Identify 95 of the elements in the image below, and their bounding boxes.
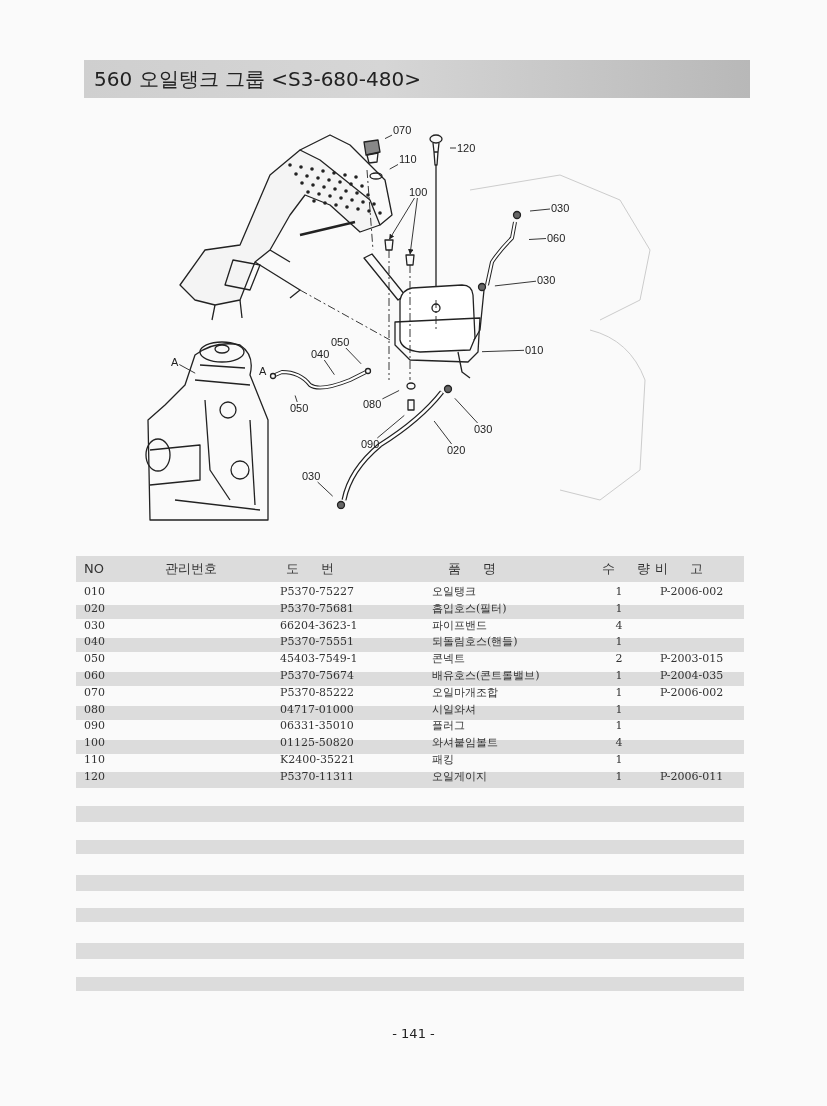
callout-number: 040: [310, 348, 331, 360]
callout-number: 100: [408, 186, 429, 198]
callout-number: 010: [524, 344, 545, 356]
callout-number: 070: [392, 124, 413, 136]
callout-number: 030: [473, 423, 494, 435]
leader-line: [454, 397, 479, 424]
item-number: 030: [84, 618, 105, 633]
item-number: 010: [84, 585, 105, 599]
drawing-number: P5370-11311: [280, 769, 355, 784]
quantity: 1: [614, 702, 624, 717]
item-number: 110: [84, 753, 105, 767]
part-name: 오일탱크: [432, 585, 476, 599]
callout-number: 030: [301, 470, 322, 482]
drawing-number: 06331-35010: [280, 719, 354, 734]
callout-number: A: [170, 356, 180, 368]
quantity: 1: [614, 601, 624, 616]
item-number: 060: [84, 669, 105, 683]
item-number: 020: [84, 601, 105, 616]
callout-number: 090: [360, 438, 381, 450]
column-header: 관리번호: [165, 560, 217, 578]
callout-number: 030: [550, 202, 571, 214]
leader-line: [294, 395, 298, 403]
leader-line: [449, 147, 457, 149]
item-number: 070: [84, 685, 105, 700]
column-header: 품 명: [448, 560, 497, 578]
item-number: 080: [84, 702, 105, 717]
part-name: 되돌림호스(핸들): [432, 635, 518, 650]
item-number: 100: [84, 736, 105, 751]
quantity: 1: [614, 769, 624, 784]
drawing-number: K2400-35221: [280, 753, 355, 767]
leader-line: [481, 349, 525, 353]
reference-letter: A: [258, 365, 268, 377]
quantity: 1: [614, 753, 624, 767]
quantity: 1: [614, 585, 624, 599]
leader-line: [381, 390, 400, 400]
remark: P-2006-002: [660, 685, 724, 700]
column-header: 비 고: [655, 560, 704, 578]
quantity: 4: [614, 736, 624, 751]
part-name: 배유호스(콘트롤밸브): [432, 669, 540, 683]
item-number: 120: [84, 769, 105, 784]
drawing-number: P5370-75551: [280, 635, 355, 650]
part-name: 파이프밴드: [432, 618, 487, 633]
quantity: 1: [614, 669, 624, 683]
column-header: 수 량: [602, 560, 651, 578]
leader-line: [494, 280, 537, 287]
leader-line: [317, 481, 334, 497]
leader-line: [529, 208, 551, 212]
remark: P-2004-035: [660, 669, 724, 683]
leader-line: [345, 347, 362, 365]
quantity: 1: [614, 719, 624, 734]
page-number: - 141 -: [392, 1026, 435, 1041]
section-title: 560 오일탱크 그룹 <S3-680-480>: [84, 60, 750, 98]
item-number: 040: [84, 635, 105, 650]
part-name: 와셔붙임볼트: [432, 736, 498, 751]
drawing-number: P5370-85222: [280, 685, 355, 700]
remark: P-2006-011: [660, 769, 724, 784]
leader-line: [384, 134, 393, 140]
leader-line: [528, 238, 547, 240]
quantity: 2: [614, 652, 624, 667]
drawing-number: 45403-7549-1: [280, 652, 358, 667]
part-name: 오일게이지: [432, 769, 487, 784]
part-name: 플러그: [432, 719, 465, 734]
leader-line: [323, 359, 335, 376]
part-name: 콘넥트: [432, 652, 465, 667]
drawing-number: 66204-3623-1: [280, 618, 358, 633]
item-number: 050: [84, 652, 105, 667]
callout-number: 110: [398, 153, 418, 165]
remark: P-2003-015: [660, 652, 724, 667]
column-header: NO: [84, 560, 104, 578]
remark: P-2006-002: [660, 585, 724, 599]
column-header: 도 번: [286, 560, 335, 578]
part-name: 패킹: [432, 753, 454, 767]
callout-number: 050: [330, 336, 351, 348]
callout-number: 020: [446, 444, 467, 456]
item-number: 090: [84, 719, 105, 734]
callout-number: 120: [456, 142, 477, 154]
leader-line: [376, 414, 405, 439]
leader-line: [389, 164, 399, 170]
leader-line: [178, 364, 196, 374]
callout-number: 050: [289, 402, 310, 414]
part-name: 시일와셔: [432, 702, 476, 717]
drawing-number: 04717-01000: [280, 702, 354, 717]
part-name: 오일마개조합: [432, 685, 498, 700]
drawing-number: P5370-75227: [280, 585, 355, 599]
drawing-number: P5370-75674: [280, 669, 355, 683]
leader-line: [433, 420, 453, 445]
quantity: 1: [614, 635, 624, 650]
part-name: 흡입호스(필터): [432, 601, 507, 616]
callout-number: 080: [362, 398, 383, 410]
callout-number: 030: [536, 274, 557, 286]
quantity: 1: [614, 685, 624, 700]
drawing-number: 01125-50820: [280, 736, 354, 751]
callout-number: 060: [546, 232, 567, 244]
drawing-number: P5370-75681: [280, 601, 355, 616]
quantity: 4: [614, 618, 624, 633]
